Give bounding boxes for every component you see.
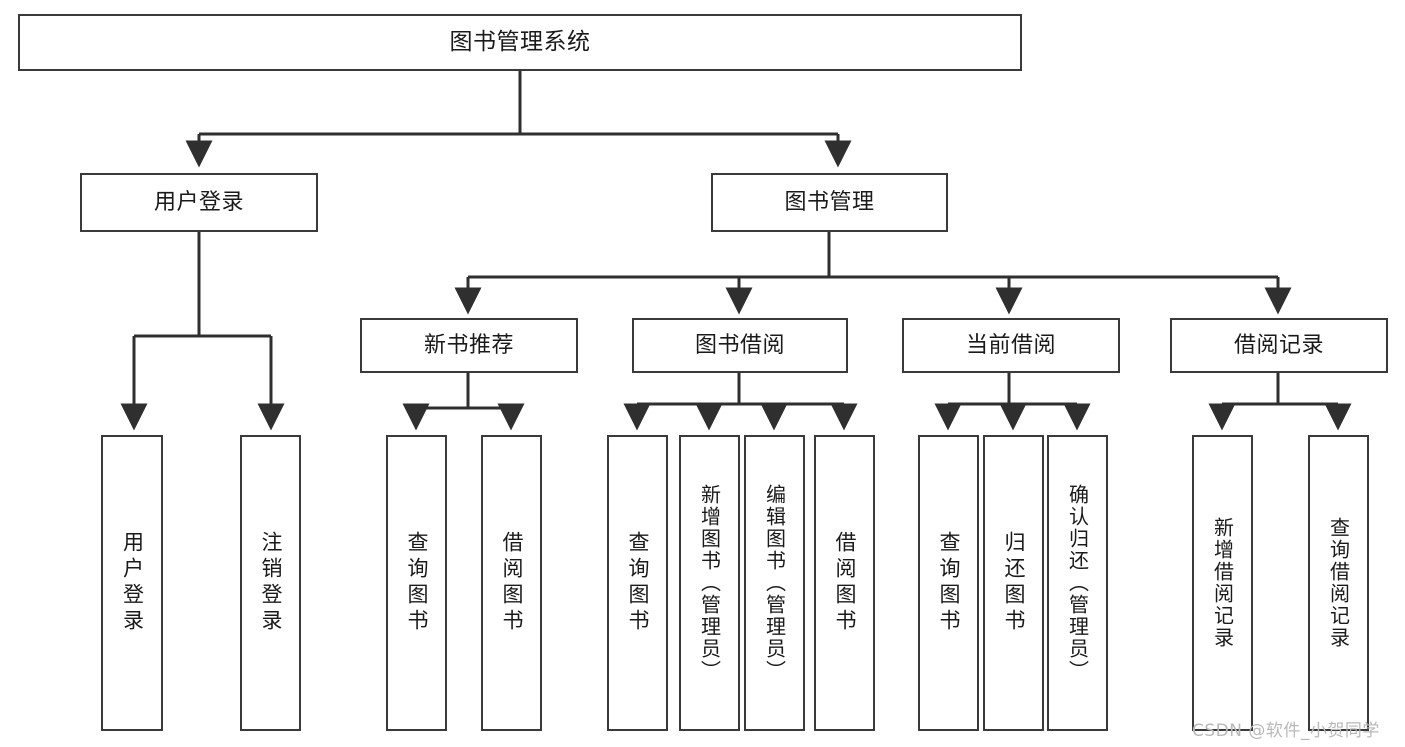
node-leaf-query-borrow-record[interactable]: 查询借阅记录	[1308, 435, 1369, 731]
node-label: 当前借阅	[965, 332, 1056, 358]
node-label: 图书管理系统	[449, 28, 591, 55]
node-book-borrow[interactable]: 图书借阅	[632, 318, 848, 373]
node-label: 借阅记录	[1233, 332, 1324, 358]
node-label: 注销登录	[259, 531, 283, 635]
node-label: 新增借阅记录	[1210, 517, 1235, 649]
node-label: 借阅图书	[833, 531, 857, 635]
node-leaf-add-book-admin[interactable]: 新增图书（管理员）	[679, 435, 740, 731]
node-leaf-borrow-book-recommend[interactable]: 借阅图书	[481, 435, 542, 731]
node-leaf-query-book-recommend[interactable]: 查询图书	[386, 435, 447, 731]
node-leaf-add-borrow-record[interactable]: 新增借阅记录	[1192, 435, 1253, 731]
node-label: 图书借阅	[694, 332, 785, 358]
node-user-login[interactable]: 用户登录	[80, 173, 318, 232]
node-leaf-edit-book-admin[interactable]: 编辑图书（管理员）	[744, 435, 805, 731]
node-label: 用户登录	[153, 189, 244, 215]
node-new-book-recommend[interactable]: 新书推荐	[360, 318, 578, 373]
node-label: 归还图书	[1002, 531, 1026, 635]
node-label: 图书管理	[784, 189, 875, 215]
node-leaf-query-book-current[interactable]: 查询图书	[918, 435, 979, 731]
node-book-management[interactable]: 图书管理	[711, 173, 948, 232]
node-label: 查询图书	[937, 531, 961, 635]
node-root-system[interactable]: 图书管理系统	[18, 14, 1022, 71]
node-leaf-logout-login[interactable]: 注销登录	[240, 435, 301, 731]
node-leaf-user-login[interactable]: 用户登录	[101, 435, 163, 731]
node-label: 编辑图书（管理员）	[762, 484, 787, 682]
node-leaf-confirm-return-admin[interactable]: 确认归还（管理员）	[1047, 435, 1108, 731]
node-label: 查询图书	[405, 531, 429, 635]
node-label: 新书推荐	[423, 332, 514, 358]
node-current-borrow[interactable]: 当前借阅	[902, 318, 1120, 373]
node-leaf-return-book[interactable]: 归还图书	[983, 435, 1044, 731]
csdn-watermark: CSDN @软件_小贺同学	[1192, 721, 1380, 741]
node-label: 新增图书（管理员）	[697, 484, 722, 682]
node-label: 用户登录	[120, 531, 145, 635]
node-borrow-record[interactable]: 借阅记录	[1170, 318, 1388, 373]
node-label: 查询图书	[626, 531, 650, 635]
node-leaf-borrow-book[interactable]: 借阅图书	[814, 435, 875, 731]
node-label: 查询借阅记录	[1326, 517, 1351, 649]
node-leaf-query-book-borrow[interactable]: 查询图书	[607, 435, 668, 731]
node-label: 借阅图书	[500, 531, 524, 635]
node-label: 确认归还（管理员）	[1065, 484, 1090, 682]
